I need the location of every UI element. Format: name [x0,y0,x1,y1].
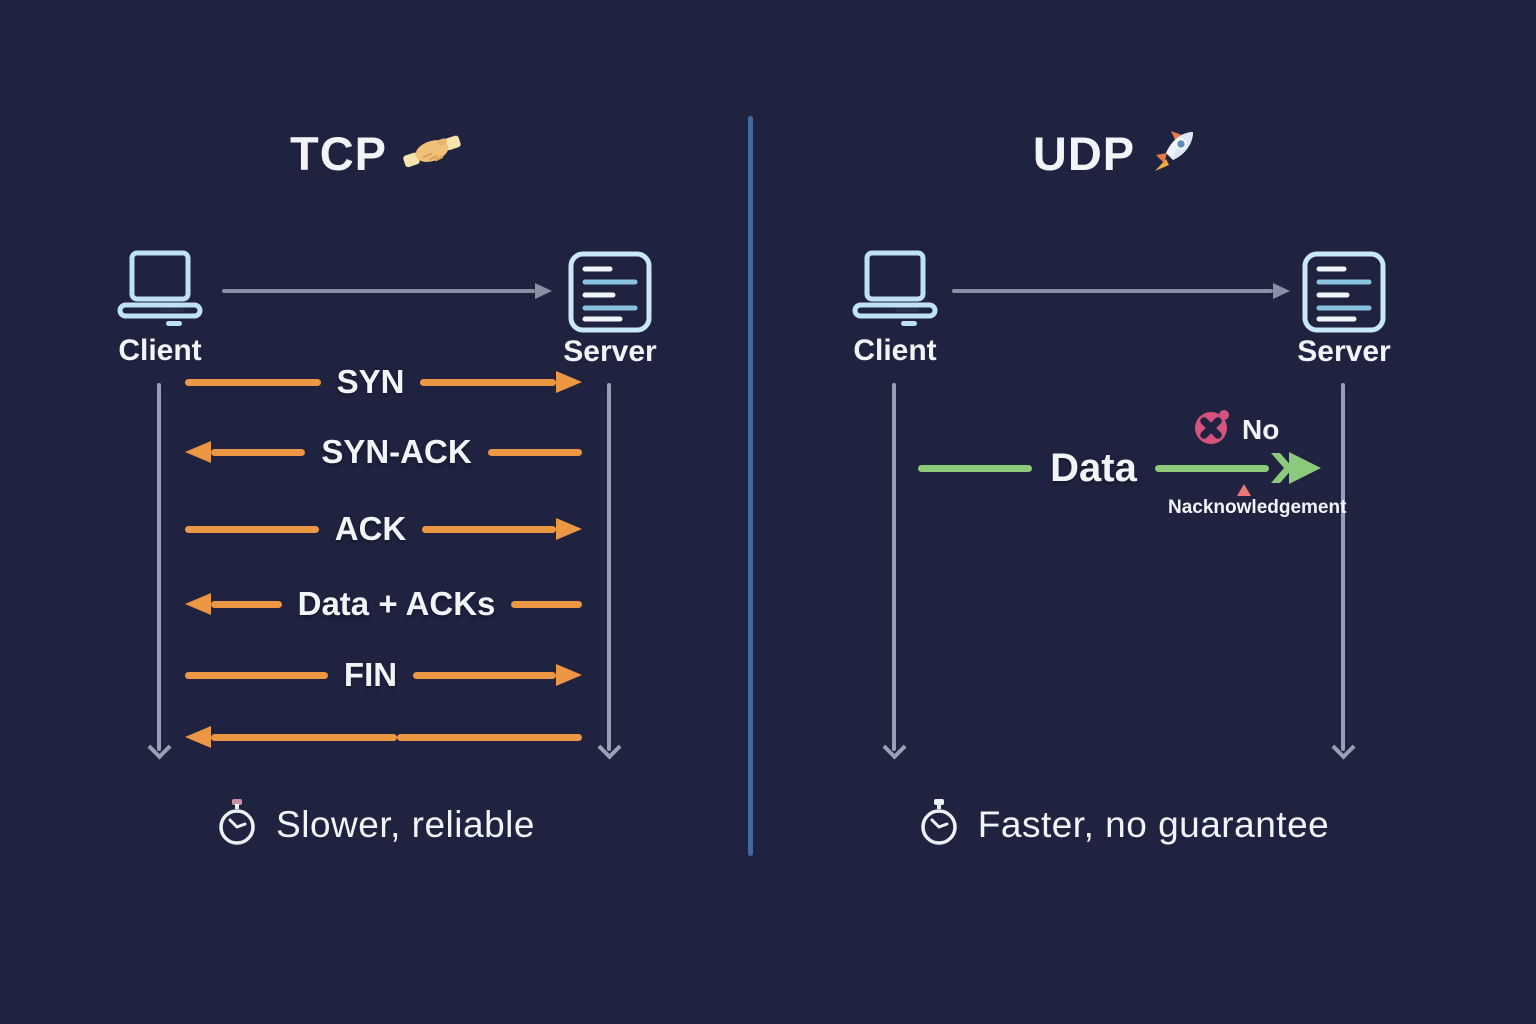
handshake-icon [403,130,461,177]
stopwatch-icon [216,798,258,852]
udp-server-lifeline [1341,383,1345,751]
tcp-message-fin-label: FIN [343,656,398,693]
udp-client-server-connection-arrow [952,281,1290,301]
tcp-message-syn-ack: SYN-ACK [185,432,582,472]
no-icon [1194,408,1230,451]
udp-footer-text: Faster, no guarantee [977,804,1330,845]
green-arrowhead [1269,449,1325,487]
tcp-message-close [185,717,582,757]
tcp-message-data-acks: Data + ACKs [185,584,583,624]
tcp-title: TCP [0,124,751,182]
udp-server-label: Server [1297,335,1391,368]
tcp-message-syn: SYN [185,362,583,402]
tcp-client-label: Client [118,334,202,367]
tcp-message-fin: FIN [185,655,583,695]
udp-message-data-label: Data [1050,445,1137,490]
tcp-client-lifeline [157,383,161,751]
udp-client-label: Client [853,334,937,367]
udp-message-data: Data [918,444,1325,492]
panel-divider [748,116,753,856]
tcp-client-server-connection-arrow [222,281,552,301]
stopwatch-icon [918,798,960,852]
tcp-title-text: TCP [290,126,387,180]
udp-client-laptop-icon [845,250,945,333]
udp-footer: Faster, no guarantee [751,794,1496,856]
tcp-message-syn-label: SYN [336,363,405,400]
udp-title-text: UDP [1032,126,1136,180]
udp-title: UDP [751,124,1481,182]
tcp-server-label: Server [563,335,657,368]
tcp-footer: Slower, reliable [0,794,751,856]
udp-nack-label: Nacknowledgement [1168,497,1347,518]
rocket-icon [1151,127,1199,180]
tcp-server-lifeline [607,383,611,751]
tcp-client-laptop-icon [110,250,210,333]
udp-no-label: No [1242,413,1280,445]
tcp-message-data-acks-label: Data + ACKs [297,585,496,622]
udp-no-ack-group: No [1194,408,1279,451]
udp-client-lifeline [892,383,896,751]
tcp-server-icon [568,251,652,338]
tcp-footer-text: Slower, reliable [276,804,535,845]
udp-server-icon [1302,251,1386,338]
tcp-message-ack-label: ACK [334,510,407,547]
nack-pointer-triangle [1237,484,1251,496]
tcp-message-ack: ACK [185,509,582,549]
tcp-message-syn-ack-label: SYN-ACK [321,433,472,470]
